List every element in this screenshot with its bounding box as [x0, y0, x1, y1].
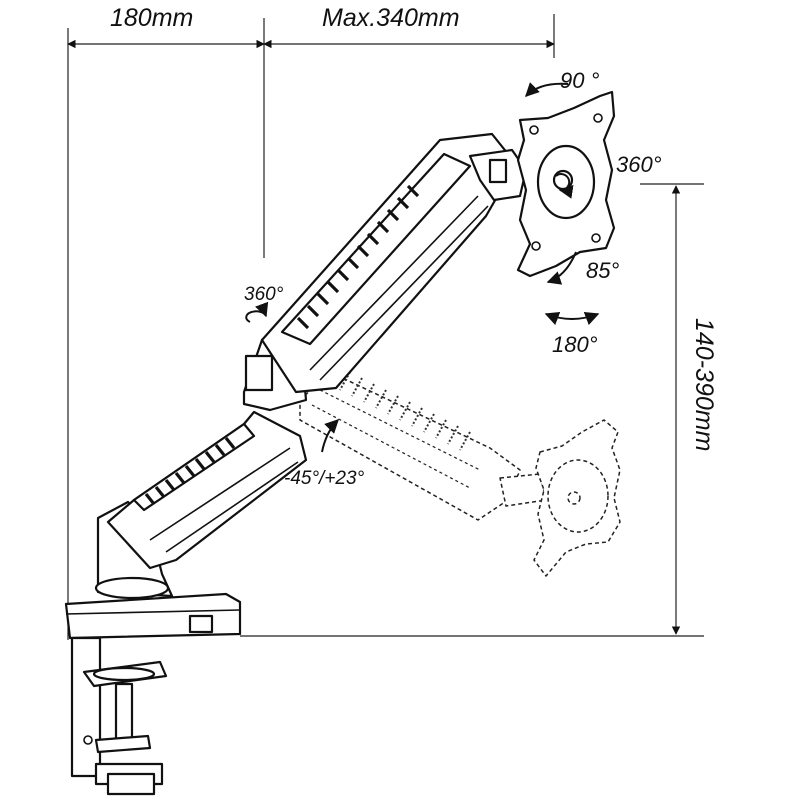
- vesa-rotation-label: 360°: [616, 152, 662, 177]
- ghost-arm-lowered: [299, 371, 621, 577]
- lower-arm: [106, 410, 308, 570]
- lower-arm-tilt-label: -45°/+23°: [284, 468, 365, 489]
- arm-swivel-label: 360°: [244, 284, 284, 305]
- upper-arm: [260, 132, 528, 394]
- vesa-tilt-down-label: 85°: [586, 258, 619, 283]
- ghost-arm-vents: [339, 371, 471, 451]
- rotation-arrows: [245, 82, 600, 453]
- height-range-label: 140-390mm: [690, 318, 718, 451]
- vesa-plate: [516, 90, 616, 278]
- arm-reach-label: Max.340mm: [322, 4, 460, 32]
- desk-clamp: [64, 592, 242, 796]
- vesa-swivel-label: 180°: [552, 332, 598, 357]
- dimension-lines: [67, 14, 704, 640]
- base-depth-label: 180mm: [110, 4, 193, 32]
- upper-arm-vents: [296, 184, 420, 330]
- lower-arm-vents: [144, 437, 236, 505]
- vesa-tilt-up-label: 90 °: [560, 68, 600, 93]
